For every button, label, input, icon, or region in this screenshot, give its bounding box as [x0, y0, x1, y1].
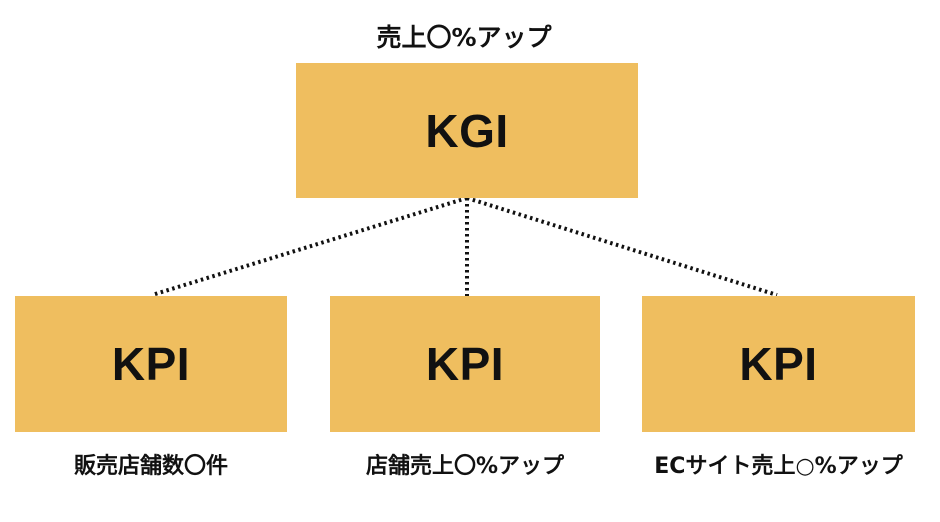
kpi-node-1-caption: 販売店舗数〇件: [73, 454, 228, 479]
kpi-node-2-label: KPI: [425, 338, 505, 390]
kpi-node-2-caption: 店舗売上〇%アップ: [365, 454, 565, 479]
connector-kgi-to-kpi-right: [466, 196, 778, 297]
kgi-node-label: KGI: [425, 104, 509, 157]
kpi-node-1: KPI: [15, 296, 287, 432]
kpi-node-3-caption: ECサイト売上○%アップ: [654, 454, 903, 479]
kpi-node-3: KPI: [642, 296, 915, 432]
kpi-node-3-label: KPI: [739, 338, 818, 390]
connector-kgi-to-kpi-left: [151, 196, 468, 297]
kgi-caption: 売上〇%アップ: [376, 23, 552, 52]
kpi-node-1-label: KPI: [111, 338, 191, 390]
kpi-node-2: KPI: [330, 296, 600, 432]
kgi-node: KGI: [296, 63, 638, 198]
